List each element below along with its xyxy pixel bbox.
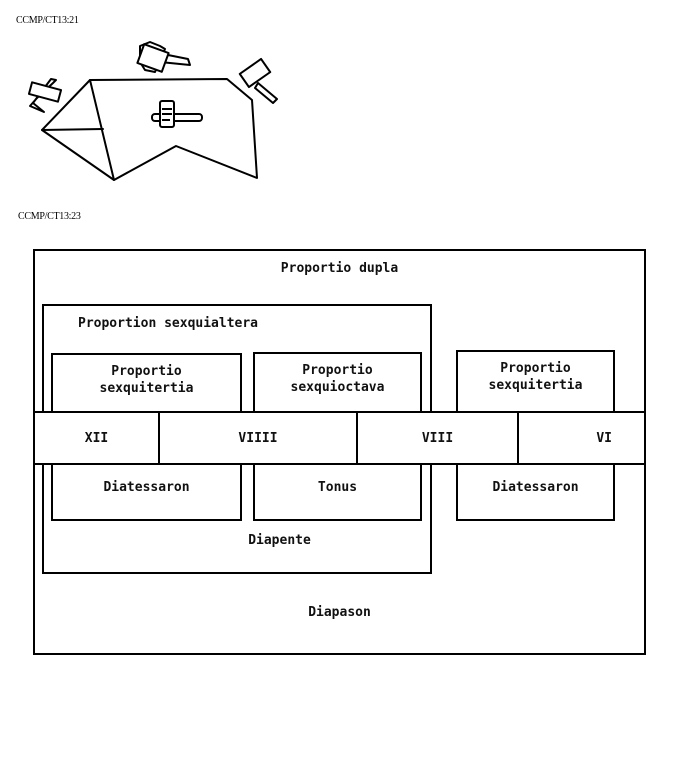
upper-box-line1: Proportio — [302, 363, 373, 378]
glyph-top-icon — [136, 41, 191, 73]
proportio-dupla-label: Proportio dupla — [280, 261, 399, 276]
number-cell-xii: XII — [35, 413, 160, 463]
figure-caption-2: CCMP/CT13:23 — [18, 211, 81, 222]
lower-box-diatessaron-right: Diatessaron — [456, 463, 615, 521]
number-cell-viii: VIII — [358, 413, 519, 463]
polygon-sketch — [27, 41, 278, 181]
diapente-label: Diapente — [248, 533, 311, 548]
lower-box-label: Diatessaron — [103, 480, 190, 495]
upper-box-text: Proportio sexquitertia — [53, 363, 240, 397]
number-cell-viiii: VIIII — [160, 413, 358, 463]
lower-box-label: Tonus — [317, 480, 358, 495]
polygon-outline — [41, 78, 258, 181]
lower-box-label: Diatessaron — [492, 480, 579, 495]
upper-box-line2: sexquitertia — [488, 378, 583, 393]
upper-box-line2: sexquioctava — [290, 380, 385, 395]
glyph-center-icon — [151, 100, 203, 128]
upper-box-sexquioctava: Proportio sexquioctava — [253, 352, 422, 413]
polygon-inner-line — [41, 128, 104, 131]
lower-box-tonus: Tonus — [253, 463, 422, 521]
upper-box-text: Proportio sexquitertia — [458, 360, 613, 394]
upper-box-line1: Proportio — [111, 364, 182, 379]
diapason-label: Diapason — [308, 605, 371, 620]
upper-box-sexquitertia-left: Proportio sexquitertia — [51, 353, 242, 413]
proportion-sexquialtera-label: Proportion sexquialtera — [78, 316, 259, 331]
lower-box-diatessaron-left: Diatessaron — [51, 463, 242, 521]
upper-box-line2: sexquitertia — [99, 381, 194, 396]
upper-box-line1: Proportio — [500, 361, 571, 376]
upper-box-sexquitertia-right: Proportio sexquitertia — [456, 350, 615, 413]
upper-box-text: Proportio sexquioctava — [255, 362, 420, 396]
figure-caption-1: CCMP/CT13:21 — [16, 15, 79, 26]
glyph-left-icon — [27, 78, 63, 113]
number-strip: XII VIIII VIII VI — [33, 411, 646, 465]
number-cell-vi: VI — [596, 430, 612, 446]
glyph-right-icon — [238, 57, 278, 104]
